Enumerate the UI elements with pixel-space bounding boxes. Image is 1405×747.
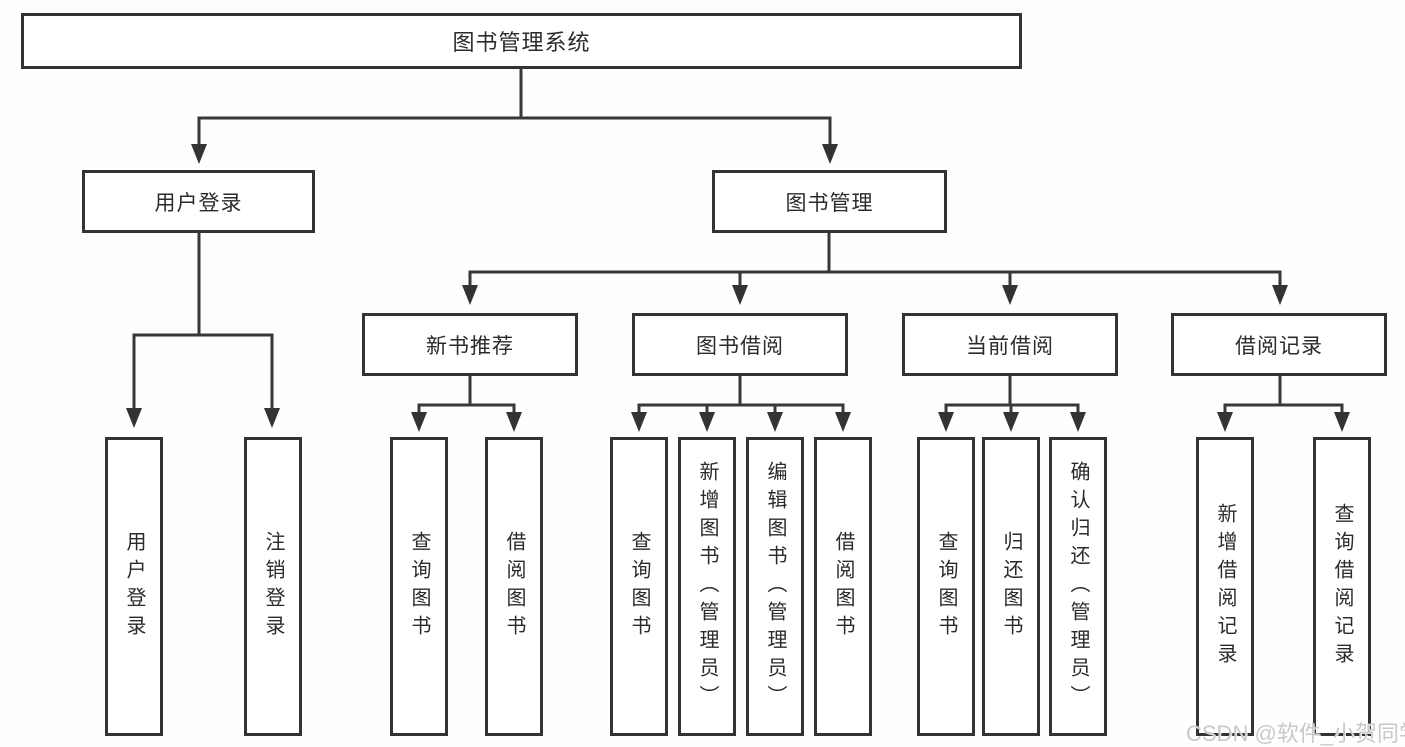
- leaf-add-books-admin: 新增图书（管理员）: [678, 437, 736, 736]
- leaf-query-books: 查询图书: [390, 437, 448, 736]
- leaf-return-books: 归还图书: [982, 437, 1040, 736]
- leaf-query-books-2: 查询图书: [610, 437, 668, 736]
- leaf-user-login: 用户登录: [105, 437, 163, 736]
- node-current-borrowing: 当前借阅: [902, 313, 1118, 376]
- node-book-borrowing: 图书借阅: [632, 313, 848, 376]
- leaf-add-borrow-record: 新增借阅记录: [1196, 437, 1254, 736]
- leaf-edit-books-admin: 编辑图书（管理员）: [746, 437, 804, 736]
- node-book-management: 图书管理: [712, 170, 947, 233]
- leaf-query-borrow-record: 查询借阅记录: [1313, 437, 1371, 736]
- node-borrowing-records: 借阅记录: [1171, 313, 1387, 376]
- leaf-borrow-books: 借阅图书: [485, 437, 543, 736]
- csdn-watermark: CSDN @软件_小贺同学: [1186, 721, 1405, 746]
- node-library-management-system: 图书管理系统: [21, 13, 1022, 69]
- leaf-borrow-books-2: 借阅图书: [814, 437, 872, 736]
- leaf-logout: 注销登录: [244, 437, 302, 736]
- leaf-query-books-3: 查询图书: [917, 437, 975, 736]
- node-new-book-recommendation: 新书推荐: [362, 313, 578, 376]
- node-user-login: 用户登录: [82, 170, 315, 233]
- leaf-confirm-return-admin: 确认归还（管理员）: [1049, 437, 1107, 736]
